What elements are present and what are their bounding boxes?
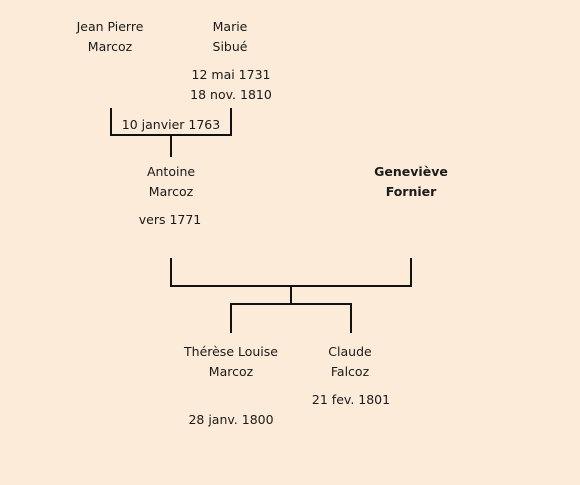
father-first-name: Jean Pierre bbox=[76, 19, 144, 34]
subject-first-name: Antoine bbox=[146, 164, 196, 179]
spouse-last-name: Fornier bbox=[385, 184, 437, 199]
parents-marriage-date: 10 janvier 1763 bbox=[121, 117, 221, 132]
mother-death-date: 18 nov. 1810 bbox=[190, 87, 272, 102]
child-first-name: Claude bbox=[328, 344, 372, 359]
child-last-name: Falcoz bbox=[330, 364, 370, 379]
child-last-name: Marcoz bbox=[208, 364, 254, 379]
mother-last-name: Sibué bbox=[212, 39, 248, 54]
father-last-name: Marcoz bbox=[87, 39, 133, 54]
mother-first-name: Marie bbox=[212, 19, 248, 34]
child-date: 21 fev. 1801 bbox=[311, 392, 391, 407]
child-first-name: Thérèse Louise bbox=[184, 344, 278, 359]
child-date: 28 janv. 1800 bbox=[188, 412, 274, 427]
spouse-first-name: Geneviève bbox=[374, 164, 448, 179]
mother-birth-date: 12 mai 1731 bbox=[191, 67, 271, 82]
subject-birth-date: vers 1771 bbox=[138, 212, 202, 227]
subject-last-name: Marcoz bbox=[148, 184, 194, 199]
